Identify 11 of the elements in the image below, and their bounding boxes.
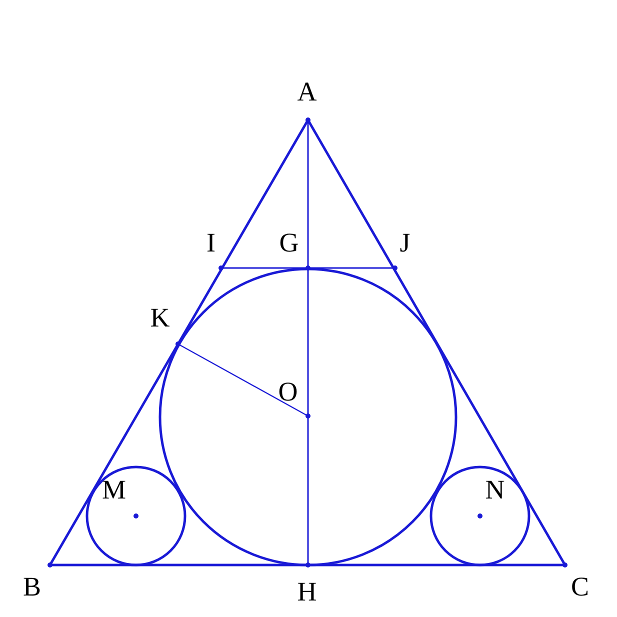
- point-label: J: [400, 230, 410, 256]
- point-label: K: [150, 304, 170, 332]
- point-label: H: [297, 578, 317, 606]
- point-label: M: [102, 476, 126, 504]
- point-label: B: [23, 574, 41, 600]
- point-label: G: [279, 230, 299, 256]
- point-label: C: [571, 574, 589, 600]
- point-label: O: [278, 378, 298, 406]
- point-label: A: [297, 78, 317, 106]
- point-label: I: [206, 230, 216, 256]
- point-label: N: [485, 476, 505, 504]
